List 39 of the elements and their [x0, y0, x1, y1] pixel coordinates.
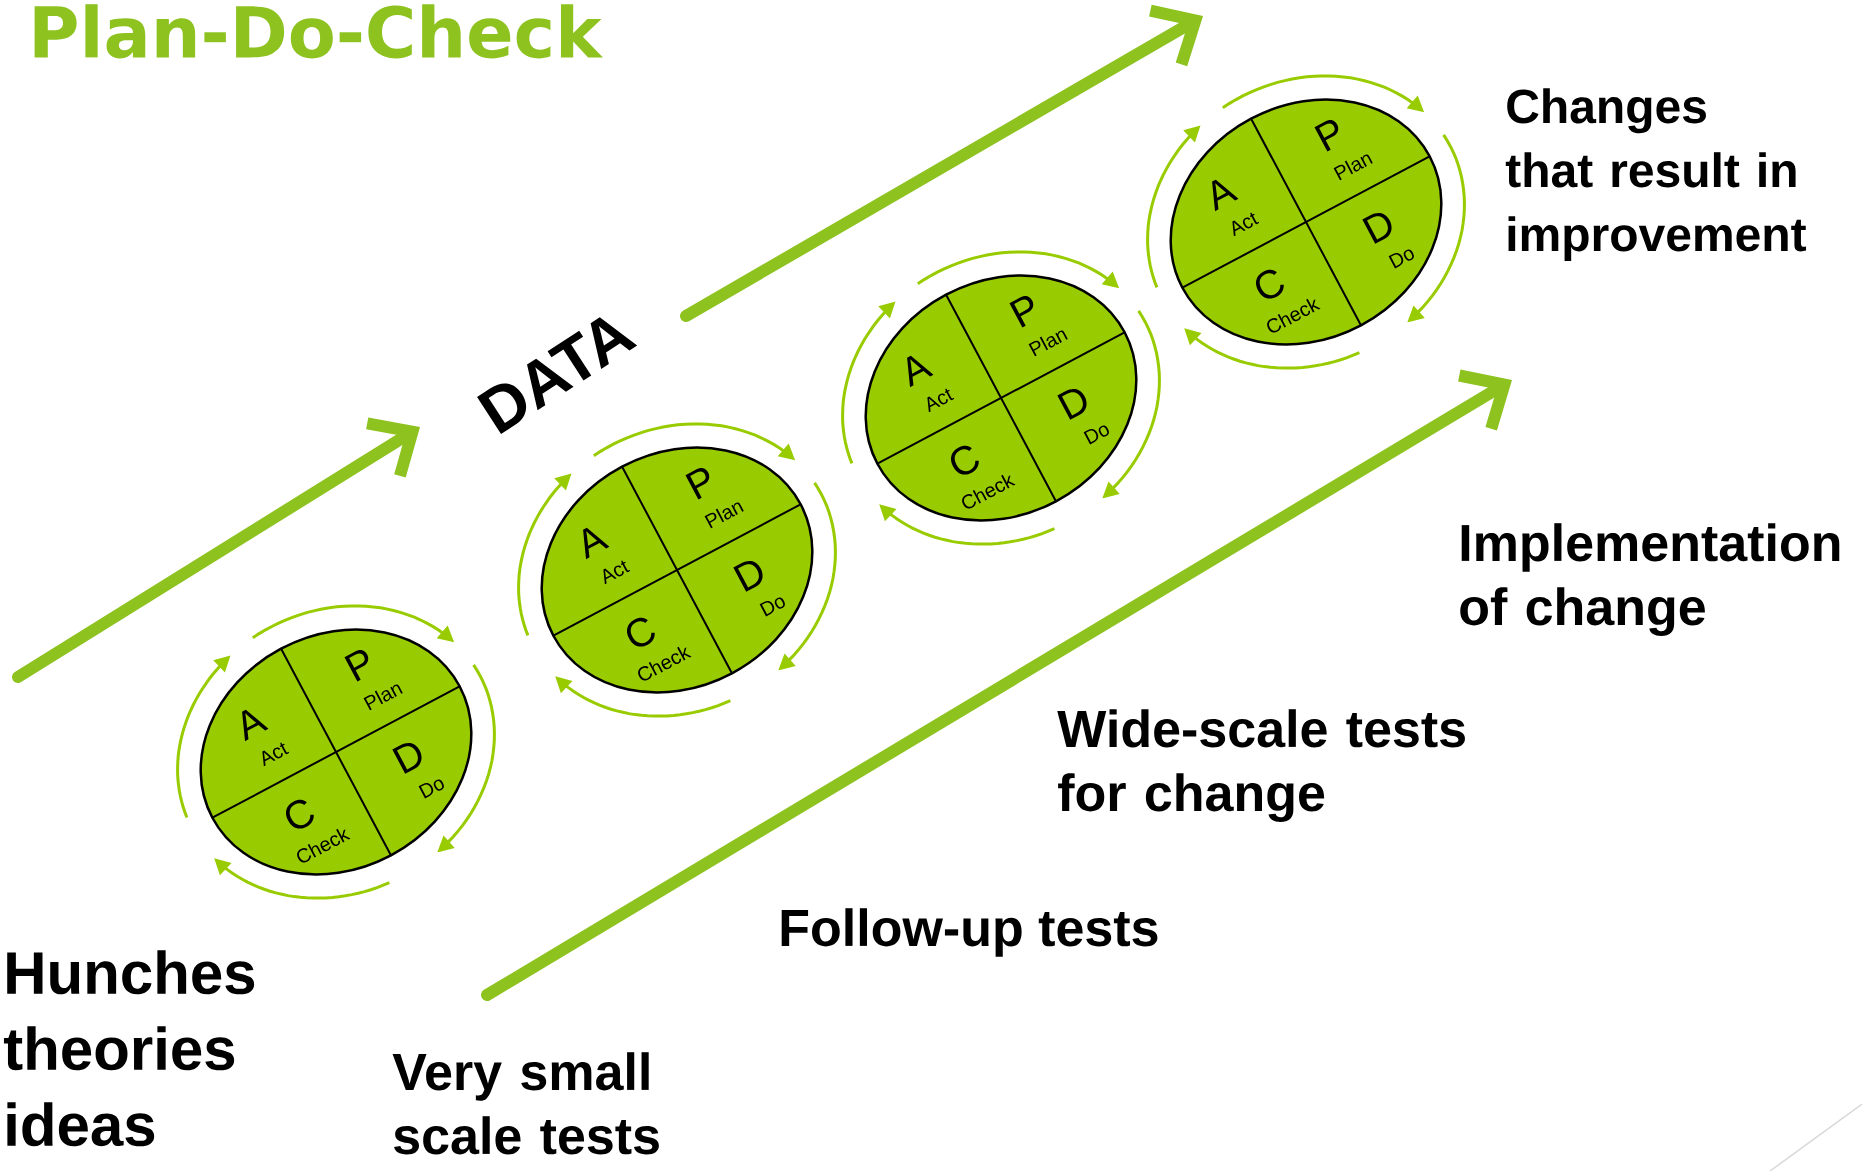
quadrant-letter: P — [685, 468, 710, 500]
quadrant-letter: A — [242, 709, 269, 742]
quadrant-letter: P — [344, 650, 369, 682]
title: Plan-Do-Check — [34, 4, 603, 59]
label-text: Very small scale tests — [392, 1052, 659, 1155]
quadrant-letter: D — [733, 560, 763, 592]
quadrant-label: Plan — [704, 502, 744, 529]
quadrant-letter: P — [1314, 120, 1339, 152]
quadrant-letter: D — [1057, 388, 1087, 420]
quadrant-letter: C — [626, 617, 655, 647]
quadrant-label: Act — [262, 742, 290, 767]
quadrant-label: Do — [1083, 425, 1109, 445]
quadrant-letter: A — [1212, 179, 1239, 212]
quadrant-label: Check — [1267, 298, 1321, 333]
quadrant-label: Check — [297, 828, 351, 863]
quadrant-label: Plan — [363, 684, 403, 711]
quadrant-label: Check — [962, 474, 1016, 509]
quadrant-label: Do — [418, 779, 444, 799]
quadrant-letter: C — [1255, 269, 1284, 299]
label-text: Hunches theories ideas — [3, 950, 255, 1147]
quadrant-letter: A — [583, 527, 610, 560]
quadrant-letter: P — [1009, 296, 1034, 328]
quadrant-label: Act — [603, 560, 631, 585]
quadrant-letter: C — [285, 799, 314, 829]
label-text: Changes that result in improvement — [1505, 88, 1807, 261]
quadrant-label: Plan — [1028, 330, 1068, 357]
quadrant-letter: D — [1362, 212, 1392, 244]
label-text: Implementation of change — [1460, 523, 1840, 636]
quadrant-label: Plan — [1333, 154, 1373, 181]
quadrant-letter: A — [907, 355, 934, 388]
quadrant-label: Act — [927, 388, 955, 413]
quadrant-label: Do — [759, 597, 785, 617]
quadrant-letter: C — [950, 445, 979, 475]
label-text: Wide-scale tests for change — [1057, 709, 1465, 822]
quadrant-label: Do — [1388, 249, 1414, 269]
quadrant-letter: D — [392, 742, 422, 774]
label-text: Follow-up tests — [781, 908, 1158, 957]
quadrant-label: Act — [1232, 212, 1260, 237]
quadrant-label: Check — [638, 646, 692, 681]
